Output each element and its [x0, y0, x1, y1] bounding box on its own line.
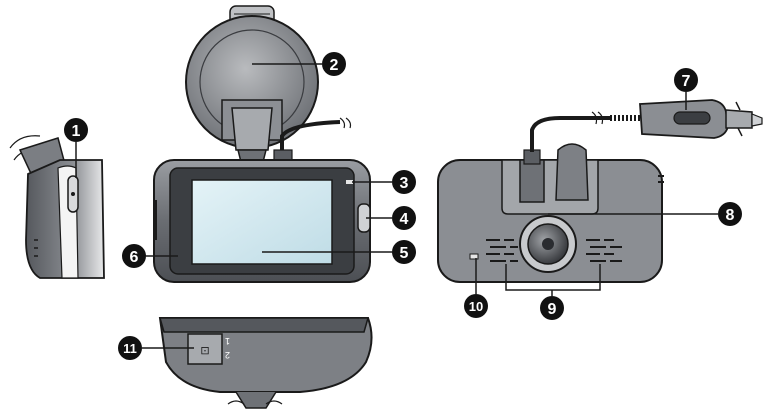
- svg-text:1: 1: [72, 123, 81, 140]
- svg-text:4: 4: [400, 211, 409, 228]
- callout-2: 2: [322, 52, 346, 76]
- svg-text:7: 7: [682, 73, 691, 90]
- lcd-screen: [191, 179, 333, 265]
- front-view-camera: [153, 5, 371, 283]
- rear-view-camera: [437, 99, 763, 283]
- callout-10: 10: [464, 294, 488, 318]
- svg-text:9: 9: [548, 301, 557, 318]
- callout-4: 4: [392, 206, 416, 230]
- microphone-hole: [469, 253, 479, 260]
- indicator-led: [346, 180, 353, 184]
- callout-1: 1: [64, 118, 88, 142]
- car-charger: [639, 99, 763, 139]
- svg-text:5: 5: [400, 245, 409, 262]
- speaker-grille-right: [586, 239, 622, 262]
- switch-mark-1: 1: [225, 336, 230, 346]
- callout-6: 6: [122, 244, 146, 268]
- callout-8: 8: [718, 202, 742, 226]
- mode-switch: [187, 333, 223, 365]
- switch-mark-2: 2: [225, 350, 230, 360]
- callout-3: 3: [392, 170, 416, 194]
- svg-text:2: 2: [330, 57, 339, 74]
- speaker-grille-left: [486, 239, 518, 262]
- svg-text:3: 3: [400, 175, 409, 192]
- switch-glyph: ⊡: [200, 344, 209, 357]
- side-view-camera: [9, 135, 105, 279]
- svg-text:8: 8: [726, 207, 735, 224]
- svg-text:10: 10: [469, 299, 483, 314]
- callout-5: 5: [392, 240, 416, 264]
- callout-7: 7: [674, 68, 698, 92]
- leader-lines: [75, 63, 718, 349]
- svg-text:11: 11: [123, 341, 137, 356]
- callout-9: 9: [540, 296, 564, 320]
- callout-11: 11: [118, 336, 142, 360]
- bottom-view-camera: ⊡ 1 2: [158, 317, 373, 409]
- svg-text:6: 6: [130, 249, 139, 266]
